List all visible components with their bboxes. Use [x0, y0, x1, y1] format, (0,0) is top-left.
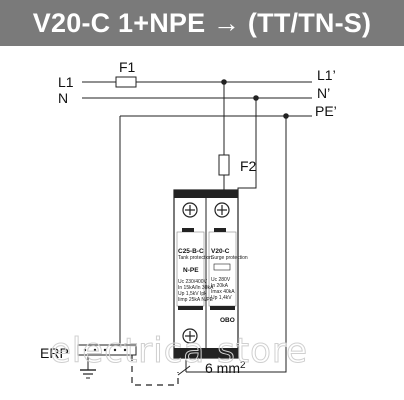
watermark: electrica store: [50, 331, 308, 371]
module-left-mode: N-PE: [183, 267, 199, 274]
fuse-f2: [218, 154, 230, 176]
module-right-base: [210, 306, 235, 310]
module-right-spec3: Imax 40kA: [211, 289, 235, 295]
title-banner: [0, 0, 404, 46]
module-right-sub: Surge protection: [211, 255, 248, 261]
surge-protector-device: C25-B-C Tank protection N-PE Uc 230/400V…: [173, 189, 248, 359]
pe-drop: [186, 116, 287, 373]
module-left-face: [176, 231, 205, 307]
module-left-spec4: Iimp 25kA N/PE: [178, 297, 214, 303]
module-left-spec1: Uc 230/400V: [178, 279, 208, 285]
module-right-name: V20-C: [211, 248, 230, 255]
fuse-f1: [115, 76, 137, 88]
module-left-spec3: Up 1,5kV Ipk: [178, 291, 207, 297]
module-right-spec2: In 20kA: [211, 283, 229, 289]
module-left-base: [178, 306, 203, 310]
label-f1: F1: [119, 59, 136, 75]
module-right-spec4: Up 1,4kV: [211, 295, 232, 301]
module-right-spec1: Uc 280V: [211, 277, 231, 283]
label-pe-out: PE’: [315, 103, 337, 119]
label-wire-size: 6 mm2: [205, 360, 246, 376]
label-f2: F2: [240, 158, 257, 174]
earthing-bar: [77, 344, 137, 379]
device-bottom-strip: [174, 348, 238, 358]
erp-bar-body: [77, 344, 137, 356]
label-l1: L1: [58, 74, 74, 90]
module-left-sub: Tank protection: [178, 255, 212, 261]
module-left-spec2: In 15kA/In 30kA: [178, 285, 214, 291]
label-erp: ERP: [40, 345, 69, 361]
status-window: [213, 263, 231, 271]
wire-size-leader: [177, 365, 191, 376]
label-n-out: N’: [317, 85, 330, 101]
label-n: N: [58, 90, 68, 106]
optional-erp-link: [131, 355, 179, 386]
module-left-name: C25-B-C: [178, 248, 204, 255]
label-l1-out: L1’: [317, 67, 336, 83]
page-title: V20-C 1+NPE → (TT/TN-S): [32, 8, 372, 38]
brand-logo: OBO: [220, 317, 235, 324]
